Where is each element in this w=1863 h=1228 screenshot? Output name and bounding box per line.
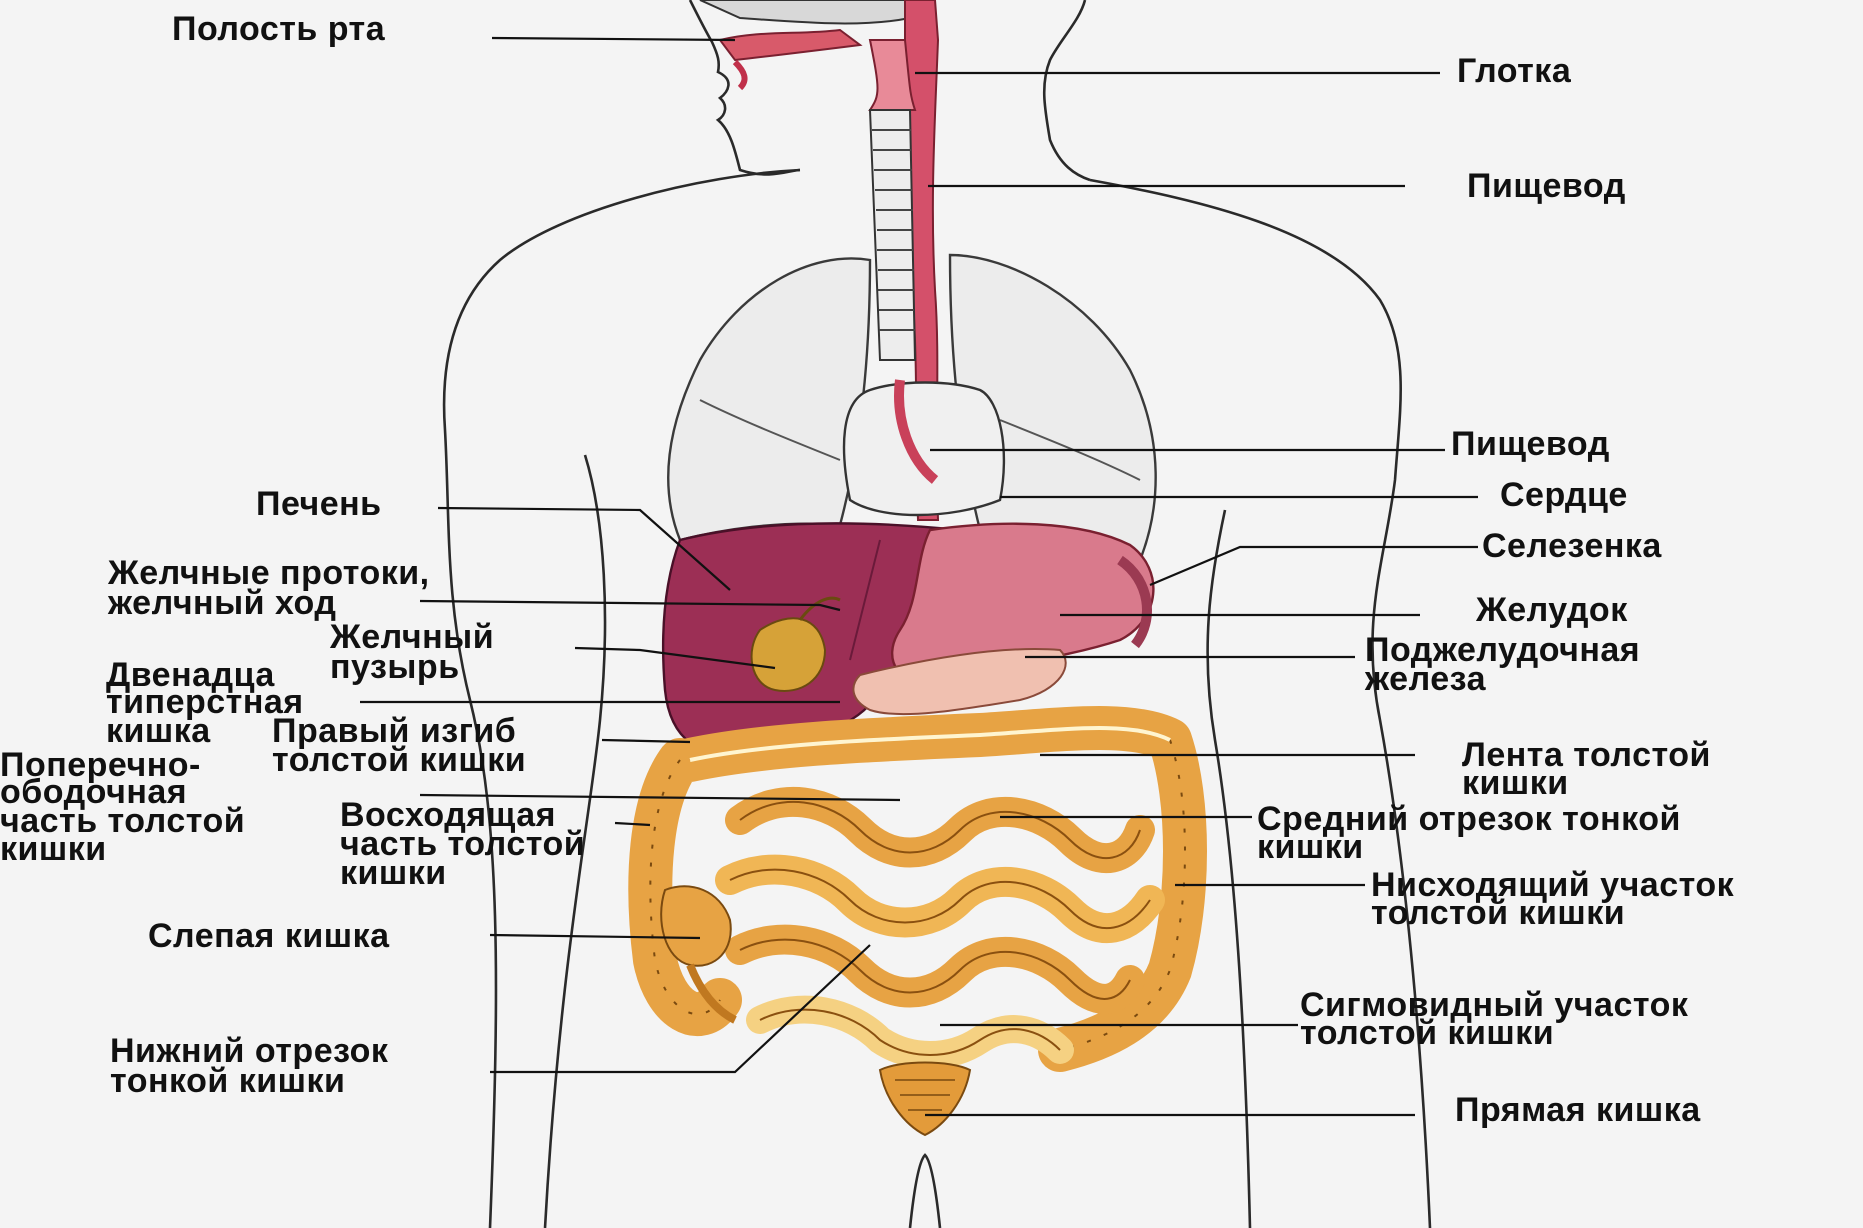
trachea <box>870 110 915 360</box>
label-pharynx: Глотка <box>1457 52 1572 90</box>
label-oral-cavity: Полость рта <box>172 10 386 48</box>
label-heart: Сердце <box>1500 476 1628 514</box>
label-esophagus-mid: Пищевод <box>1451 425 1610 463</box>
label-cecum: Слепая кишка <box>148 917 390 955</box>
label-stomach: Желудок <box>1475 591 1628 629</box>
label-rectum: Прямая кишка <box>1455 1091 1701 1129</box>
label-gallbladder-line2: пузырь <box>330 648 460 686</box>
rectum <box>880 1063 970 1136</box>
label-colon-band-line2: кишки <box>1462 764 1569 802</box>
label-right-flexure-line2: толстой кишки <box>272 741 526 779</box>
label-spleen: Селезенка <box>1482 527 1662 565</box>
labels-left: Полость рта Печень Желчные протоки, желч… <box>0 10 585 1100</box>
label-pancreas-line2: железа <box>1364 660 1487 698</box>
label-jejunum-line2: кишки <box>1257 828 1364 866</box>
label-descending-colon-line2: толстой кишки <box>1371 894 1625 932</box>
label-liver: Печень <box>256 485 382 523</box>
labels-right: Глотка Пищевод Пищевод Сердце Селезенка … <box>1257 52 1735 1129</box>
heart <box>844 380 1004 515</box>
label-esophagus-top: Пищевод <box>1467 167 1626 205</box>
label-ileum-line2: тонкой кишки <box>110 1062 345 1100</box>
label-ascending-colon-line3: кишки <box>340 854 447 892</box>
label-sigmoid-colon-line2: толстой кишки <box>1300 1014 1554 1052</box>
label-bile-ducts-line2: желчный ход <box>107 584 336 622</box>
label-transverse-colon-line4: кишки <box>0 830 107 868</box>
label-duodenum-line3: кишка <box>106 712 211 750</box>
